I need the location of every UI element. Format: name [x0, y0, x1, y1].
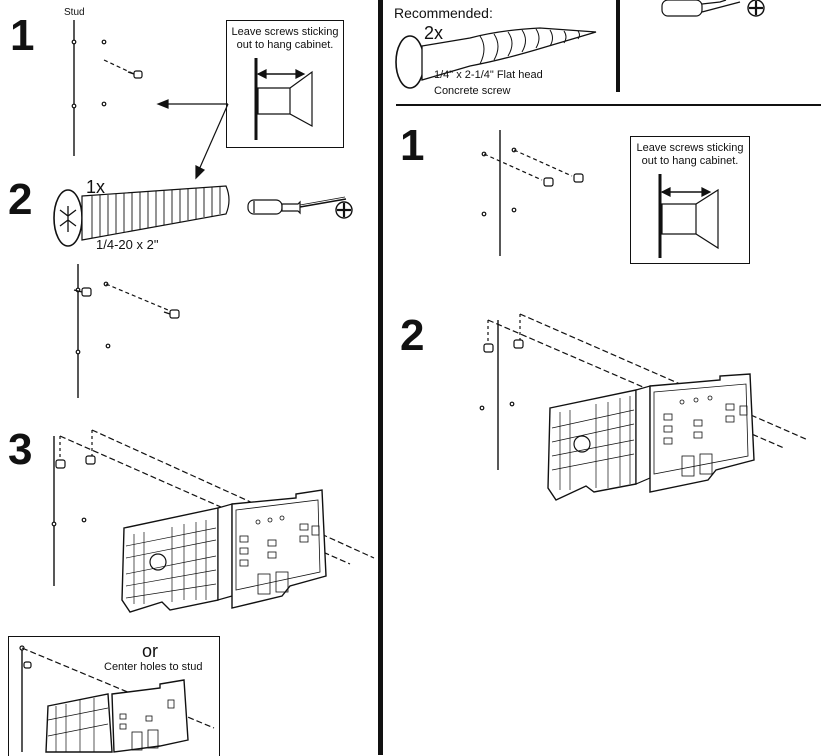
right-top-vertical-rule [616, 0, 620, 92]
stud-step1-left [71, 20, 135, 156]
center-holes-label: Center holes to stud [104, 661, 203, 673]
step-number-1-right: 1 [400, 121, 425, 170]
stud-label: Stud [64, 7, 85, 18]
callout-diagram-right [658, 174, 719, 258]
phillips-head-icon-right [747, 0, 765, 17]
or-label: or [142, 641, 159, 661]
phillips-head-icon-left [335, 201, 353, 219]
stud-step1-right [481, 130, 584, 256]
step-number-2-left: 2 [8, 175, 33, 224]
recommended-label: Recommended: [394, 5, 493, 21]
pointer-arrows-left [156, 99, 229, 180]
screw-quantity-left: 1x [86, 177, 106, 197]
cabinet-icon-step2-right [547, 373, 755, 501]
callout-box-left [226, 20, 344, 148]
cabinet-icon-step3 [121, 489, 327, 613]
callout-box-right [630, 136, 750, 264]
callout-diagram-left [254, 58, 313, 140]
concrete-screw-icon [395, 27, 597, 89]
screw-icon-large [53, 185, 230, 247]
step-number-2-right: 2 [400, 311, 425, 360]
callout-text-right: Leave screws sticking out to hang cabine… [636, 142, 744, 167]
screwdriver-icon-left [247, 196, 347, 215]
callout-text-left: Leave screws sticking out to hang cabine… [231, 26, 339, 51]
screw-size-right: 1/4" x 2-1/4" Flat head [434, 69, 543, 81]
center-divider [378, 0, 383, 755]
screw-type-right: Concrete screw [434, 85, 511, 97]
stud-step2-left [73, 264, 180, 398]
screw-quantity-right: 2x [424, 23, 444, 43]
stud-step2-right [479, 313, 809, 470]
step-number-1-left: 1 [10, 11, 35, 60]
center-holes-illustration [19, 645, 215, 753]
screwdriver-icon-right [661, 0, 741, 17]
step-number-3-left: 3 [8, 425, 33, 474]
right-top-rule [396, 104, 821, 106]
or-box [8, 636, 220, 756]
screw-size-left: 1/4-20 x 2" [96, 237, 159, 252]
screw-icon-step1-left [127, 70, 143, 79]
